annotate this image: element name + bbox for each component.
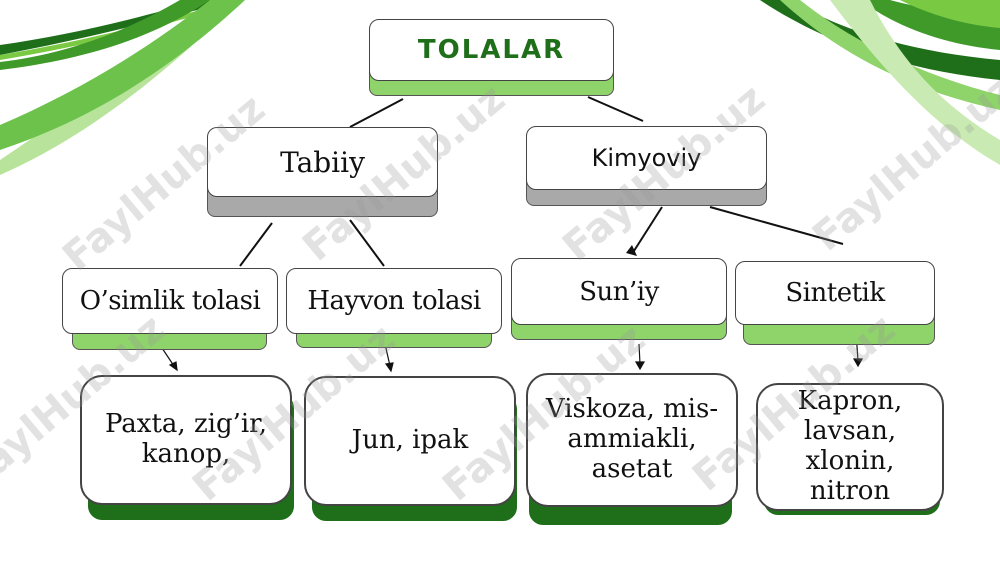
synthetic-label: Sintetik xyxy=(785,278,885,308)
natural-node: Tabiiy xyxy=(207,127,438,197)
animal-examples-node: Jun, ipak xyxy=(304,376,516,506)
animal-node: Hayvon tolasi xyxy=(286,268,502,334)
artificial-label: Sun’iy xyxy=(579,276,659,307)
synthetic-examples-text: Kapron, lavsan, xlonin, nitron xyxy=(797,386,903,506)
artificial-examples-text: Viskoza, mis-ammiakli, asetat xyxy=(545,394,719,484)
natural-label: Tabiiy xyxy=(280,145,365,179)
plant-examples-node: Paxta, zig’ir, kanop, xyxy=(80,375,292,505)
synthetic-node: Sintetik xyxy=(735,261,935,325)
root-label: TOLALAR xyxy=(417,35,566,65)
artificial-examples-node: Viskoza, mis-ammiakli, asetat xyxy=(526,373,738,507)
root-node: TOLALAR xyxy=(369,19,614,81)
artificial-node: Sun’iy xyxy=(511,258,727,325)
animal-examples-text: Jun, ipak xyxy=(351,425,469,456)
animal-label: Hayvon tolasi xyxy=(307,286,481,316)
plant-node: O’simlik tolasi xyxy=(62,268,278,334)
plant-label: O’simlik tolasi xyxy=(79,286,261,316)
chemical-label: Kimyoviy xyxy=(591,144,702,172)
plant-examples-text: Paxta, zig’ir, kanop, xyxy=(104,409,268,469)
synthetic-examples-node: Kapron, lavsan, xlonin, nitron xyxy=(756,383,944,511)
chemical-node: Kimyoviy xyxy=(526,126,767,190)
